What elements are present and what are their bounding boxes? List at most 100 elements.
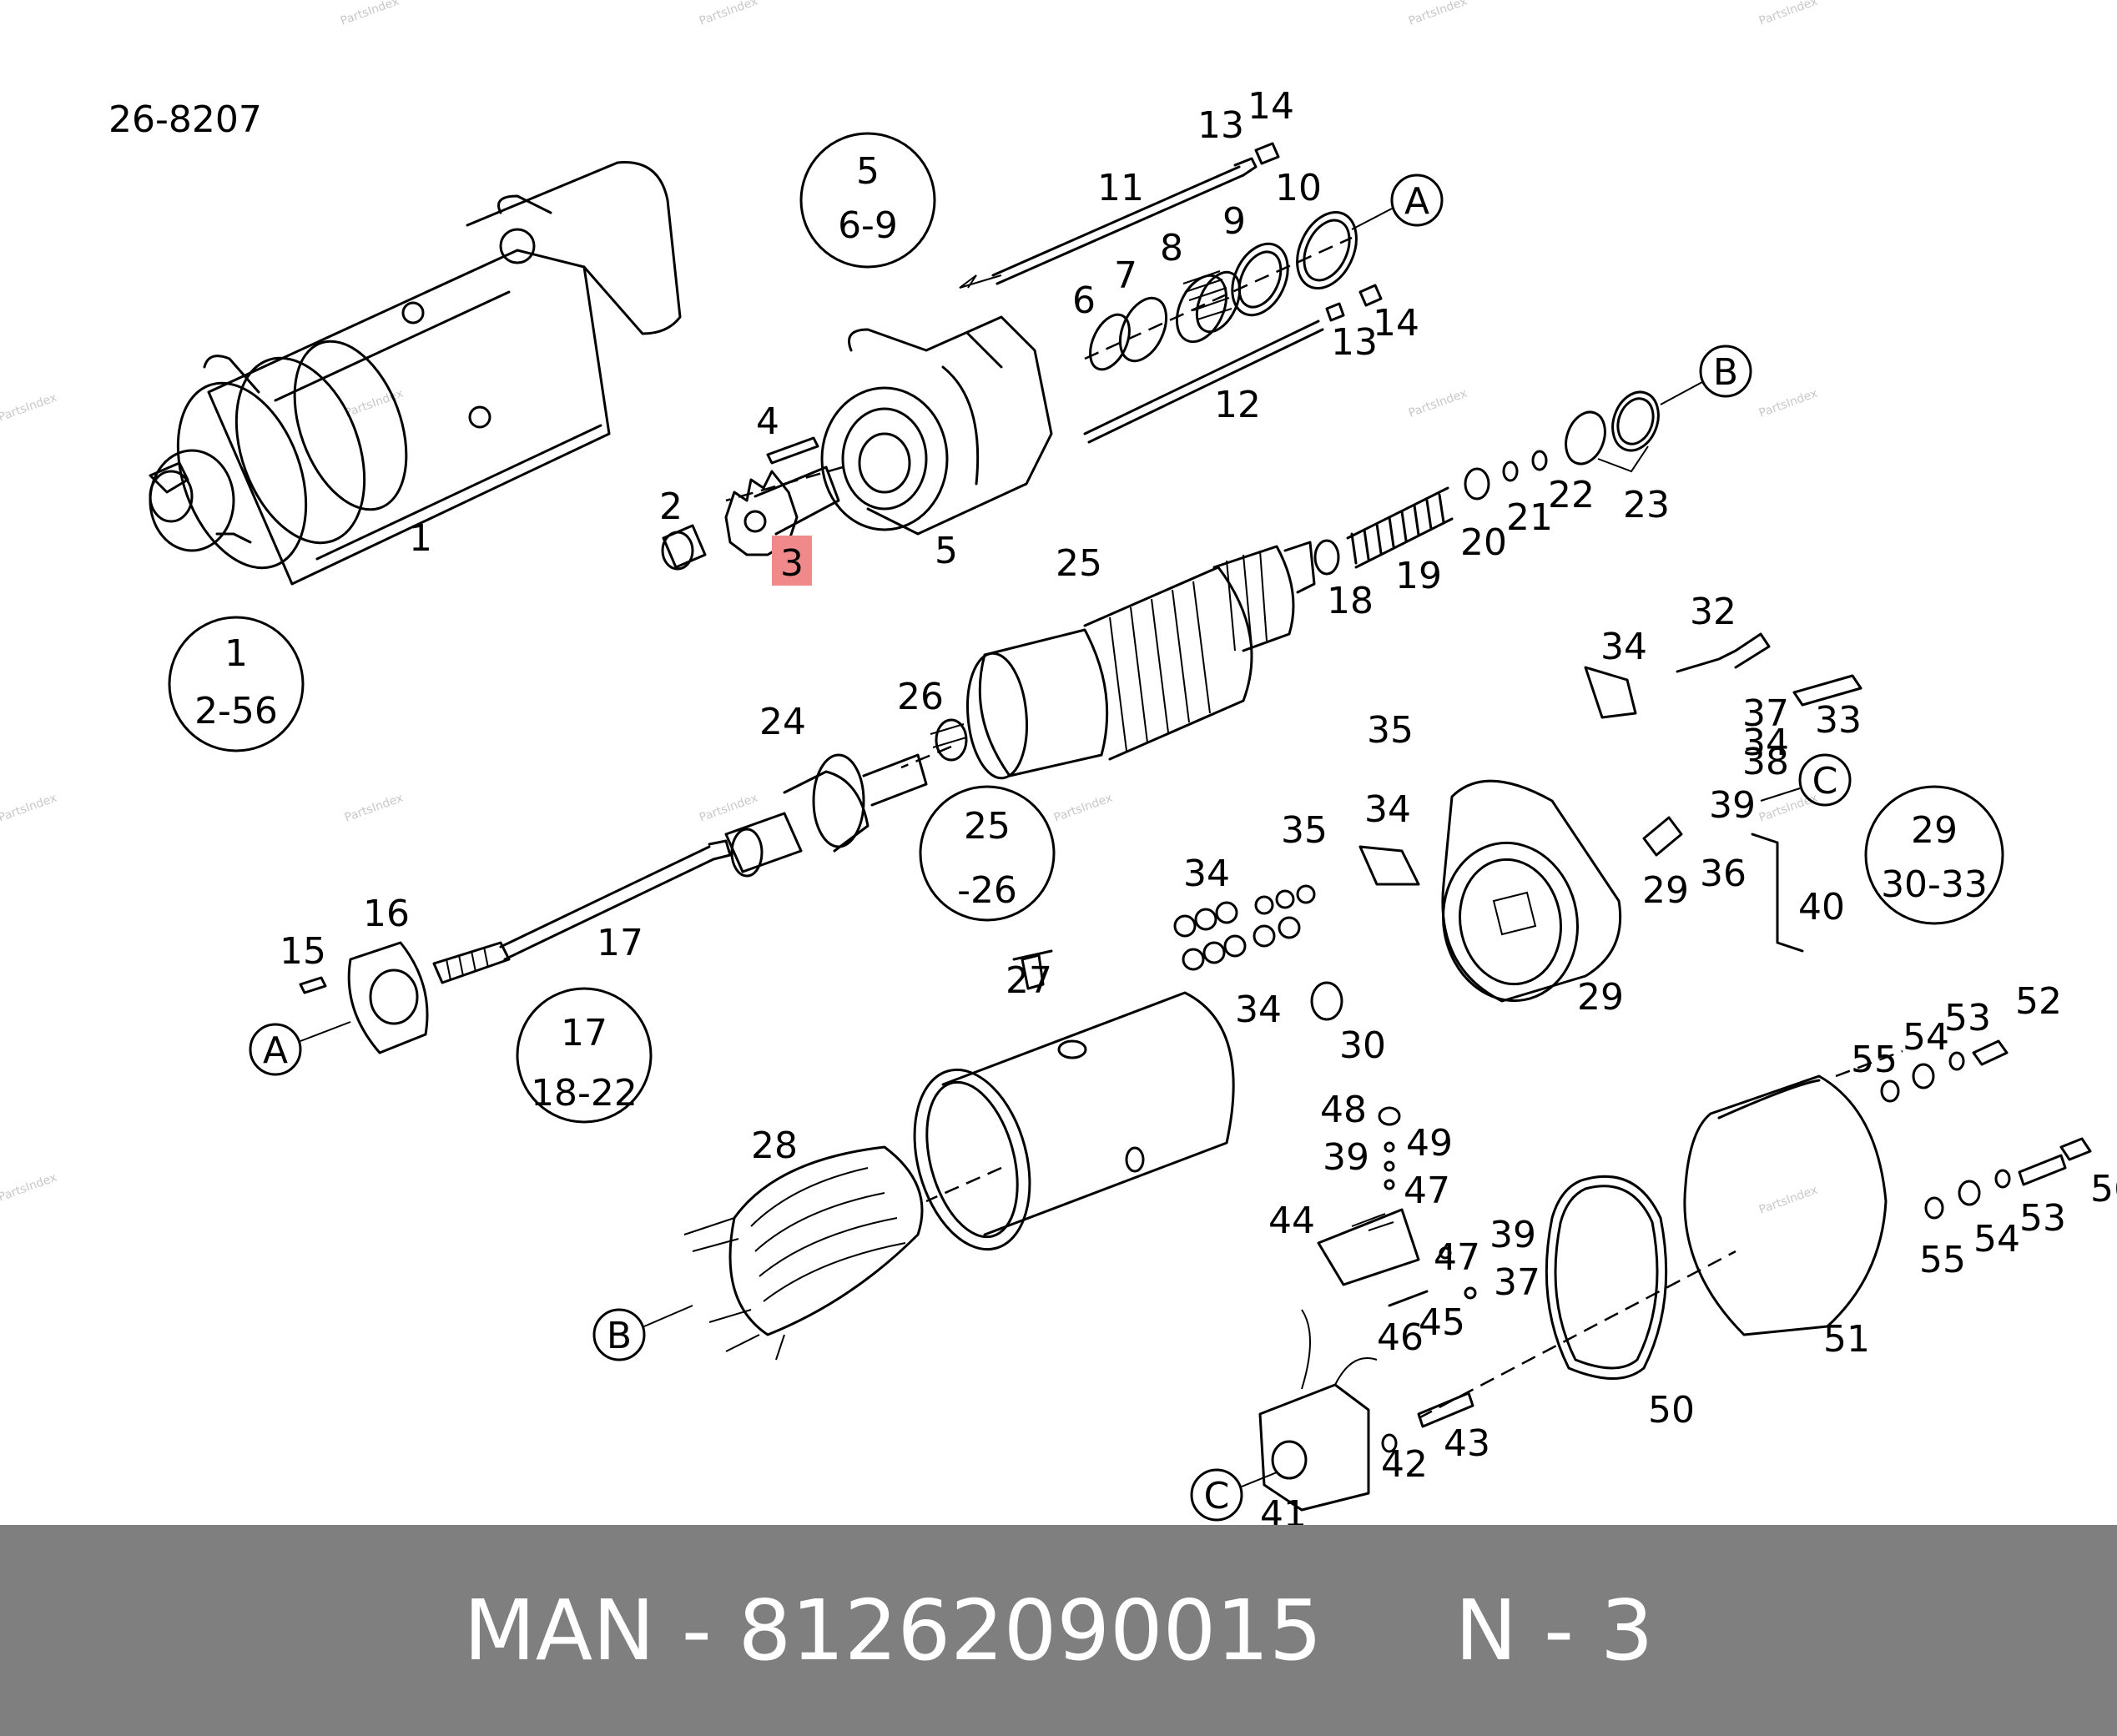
end-shield <box>1310 779 1622 1021</box>
part-label-20: 20 <box>1460 521 1507 564</box>
part-number: 81262090015 <box>738 1582 1323 1679</box>
connector-a-left: A <box>249 1021 351 1076</box>
diagram-code: 26-8207 <box>108 98 262 141</box>
position-code: N - 3 <box>1454 1582 1654 1679</box>
svg-text:A: A <box>1404 180 1429 223</box>
part-label-34b: 34 <box>1742 722 1789 764</box>
part-label-53a: 53 <box>1944 997 1991 1039</box>
starter-assembly <box>149 161 682 586</box>
connector-b-top: B <box>1660 345 1752 405</box>
part-label-37b: 37 <box>1494 1261 1540 1304</box>
part-label-43: 43 <box>1444 1422 1490 1465</box>
part-label-4: 4 <box>756 400 779 443</box>
watermark: PartsIndex <box>1407 0 1469 28</box>
part-label-55b: 55 <box>1919 1239 1966 1281</box>
svg-text:30-33: 30-33 <box>1881 863 1988 906</box>
part-label-14: 14 <box>1248 85 1294 128</box>
part-label-30: 30 <box>1339 1024 1386 1067</box>
part-label-18: 18 <box>1327 580 1374 622</box>
brush-holder-small-parts <box>1173 632 1862 971</box>
rings-6-10 <box>1084 210 1358 371</box>
watermark: PartsIndex <box>339 0 401 28</box>
drive-housing <box>725 274 1053 536</box>
part-label-42: 42 <box>1381 1443 1428 1486</box>
connector-a-top: A <box>1351 174 1444 230</box>
part-label-28: 27 <box>1006 959 1052 1002</box>
group-ref-25: 25 -26 <box>919 785 1056 922</box>
spring-and-washers <box>1313 390 1660 576</box>
watermark: PartsIndex <box>698 792 760 825</box>
part-label-17: 17 <box>597 922 643 964</box>
part-info-text: MAN - 81262090015 N - 3 <box>0 1525 2117 1736</box>
part-label-35a: 35 <box>1367 709 1414 752</box>
part-label-33: 33 <box>1815 699 1862 742</box>
group-ref-17: 17 18-22 <box>516 987 653 1124</box>
part-label-29: 29 <box>1577 976 1624 1019</box>
brand-name: MAN <box>463 1582 655 1679</box>
group-ref-1: 1 2-56 <box>168 616 305 752</box>
part-label-25: 25 <box>1056 542 1102 585</box>
part-label-3[interactable]: 3 <box>780 542 804 585</box>
svg-text:25: 25 <box>964 805 1011 848</box>
watermark: PartsIndex <box>1052 792 1115 825</box>
part-label-39b: 39 <box>1323 1136 1369 1179</box>
part-label-13b: 13 <box>1331 321 1378 364</box>
exploded-parts-diagram: PartsIndex PartsIndex PartsIndex PartsIn… <box>0 0 2117 1536</box>
group-ref-5: 5 6-9 <box>799 132 936 269</box>
shaft-assembly <box>299 839 732 1054</box>
part-label-34e: 34 <box>1235 989 1282 1031</box>
part-label-23: 23 <box>1623 484 1670 526</box>
watermark: PartsIndex <box>343 792 406 825</box>
part-label-38: 38 <box>1742 741 1789 783</box>
svg-text:B: B <box>1713 351 1738 394</box>
part-info-footer: MAN - 81262090015 N - 3 <box>0 1525 2117 1736</box>
watermark: PartsIndex <box>0 792 58 825</box>
part-label-26: 26 <box>897 676 944 718</box>
part-label-15: 15 <box>280 930 326 973</box>
sleeve-and-bearing <box>724 718 968 878</box>
part-label-34c: 34 <box>1364 788 1411 831</box>
part-label-34a: 34 <box>1600 626 1647 668</box>
part-label-10: 10 <box>1275 167 1322 209</box>
part-label-9: 9 <box>1222 200 1246 243</box>
part-label-46: 46 <box>1377 1316 1424 1359</box>
svg-text:29: 29 <box>1911 809 1958 852</box>
svg-text:C: C <box>1204 1475 1230 1517</box>
part-label-36: 36 <box>1700 853 1747 895</box>
part-label-6: 6 <box>1072 279 1096 322</box>
separator: - <box>654 1582 738 1679</box>
part-label-5: 5 <box>935 530 958 572</box>
terminal-parts <box>1317 1106 1477 1307</box>
part-label-35b: 35 <box>1281 809 1328 852</box>
watermark: PartsIndex <box>1757 0 1820 28</box>
watermark: PartsIndex <box>0 1171 58 1205</box>
part-label-47a: 47 <box>1404 1170 1450 1212</box>
part-label-51: 51 <box>1823 1318 1870 1361</box>
part-label-14b: 14 <box>1373 302 1419 345</box>
highlight-box <box>772 536 812 586</box>
part-label-40: 40 <box>1798 886 1845 928</box>
part-label-22: 22 <box>1548 474 1595 516</box>
part-label-55a: 55 <box>1851 1039 1898 1081</box>
part-label-44: 44 <box>1268 1200 1315 1242</box>
part-label-12: 12 <box>1214 384 1261 426</box>
svg-text:A: A <box>263 1029 288 1072</box>
bolts-52-56 <box>1880 1039 2092 1220</box>
svg-text:1: 1 <box>224 632 248 675</box>
watermark: PartsIndex <box>1757 1184 1820 1217</box>
part-label-54a: 54 <box>1903 1016 1949 1059</box>
part-label-53b: 53 <box>2019 1197 2066 1240</box>
svg-text:2-56: 2-56 <box>194 690 278 732</box>
svg-text:6-9: 6-9 <box>838 204 898 247</box>
part-label-16: 16 <box>363 893 410 935</box>
part-label-2: 2 <box>659 486 683 528</box>
connector-b-left: B <box>592 1305 693 1361</box>
spacer <box>1323 1582 1455 1679</box>
part-label-34d: 34 <box>1183 853 1230 895</box>
part-label-32: 32 <box>1690 591 1736 633</box>
part-label-1: 1 <box>409 517 432 560</box>
armature <box>900 541 1316 780</box>
connector-c-right: C <box>1760 753 1852 807</box>
part-label-39a: 39 <box>1709 784 1756 827</box>
watermark: PartsIndex <box>1757 387 1820 420</box>
